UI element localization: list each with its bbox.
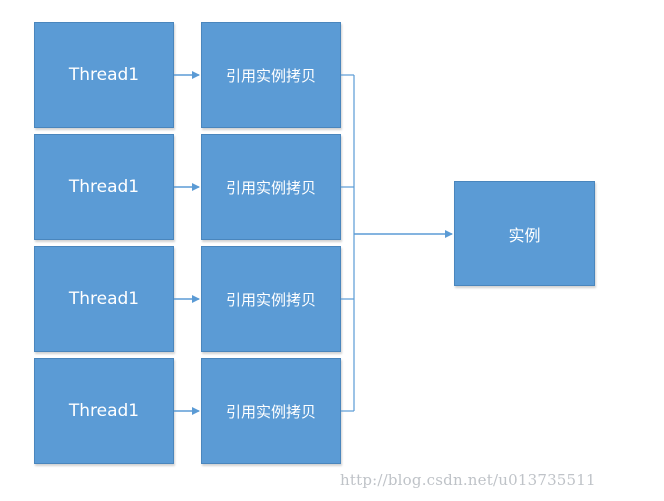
reference-copy-label: 引用实例拷贝	[225, 178, 316, 197]
reference-copy-box-2: 引用实例拷贝	[201, 134, 341, 240]
reference-copy-box-3: 引用实例拷贝	[201, 246, 341, 352]
reference-copy-label: 引用实例拷贝	[225, 402, 316, 421]
thread-box-1: Thread1	[34, 22, 174, 128]
reference-copy-box-4: 引用实例拷贝	[201, 358, 341, 464]
reference-copy-label: 引用实例拷贝	[225, 290, 316, 309]
thread-box-3: Thread1	[34, 246, 174, 352]
reference-copy-box-1: 引用实例拷贝	[201, 22, 341, 128]
instance-box: 实例	[454, 181, 595, 286]
thread-label: Thread1	[68, 289, 140, 309]
thread-label: Thread1	[68, 401, 140, 421]
thread-label: Thread1	[68, 65, 140, 85]
reference-copy-label: 引用实例拷贝	[225, 66, 316, 85]
watermark-url: http://blog.csdn.net/u013735511	[340, 471, 596, 489]
thread-box-2: Thread1	[34, 134, 174, 240]
instance-label: 实例	[508, 225, 541, 245]
thread-label: Thread1	[68, 177, 140, 197]
thread-box-4: Thread1	[34, 358, 174, 464]
